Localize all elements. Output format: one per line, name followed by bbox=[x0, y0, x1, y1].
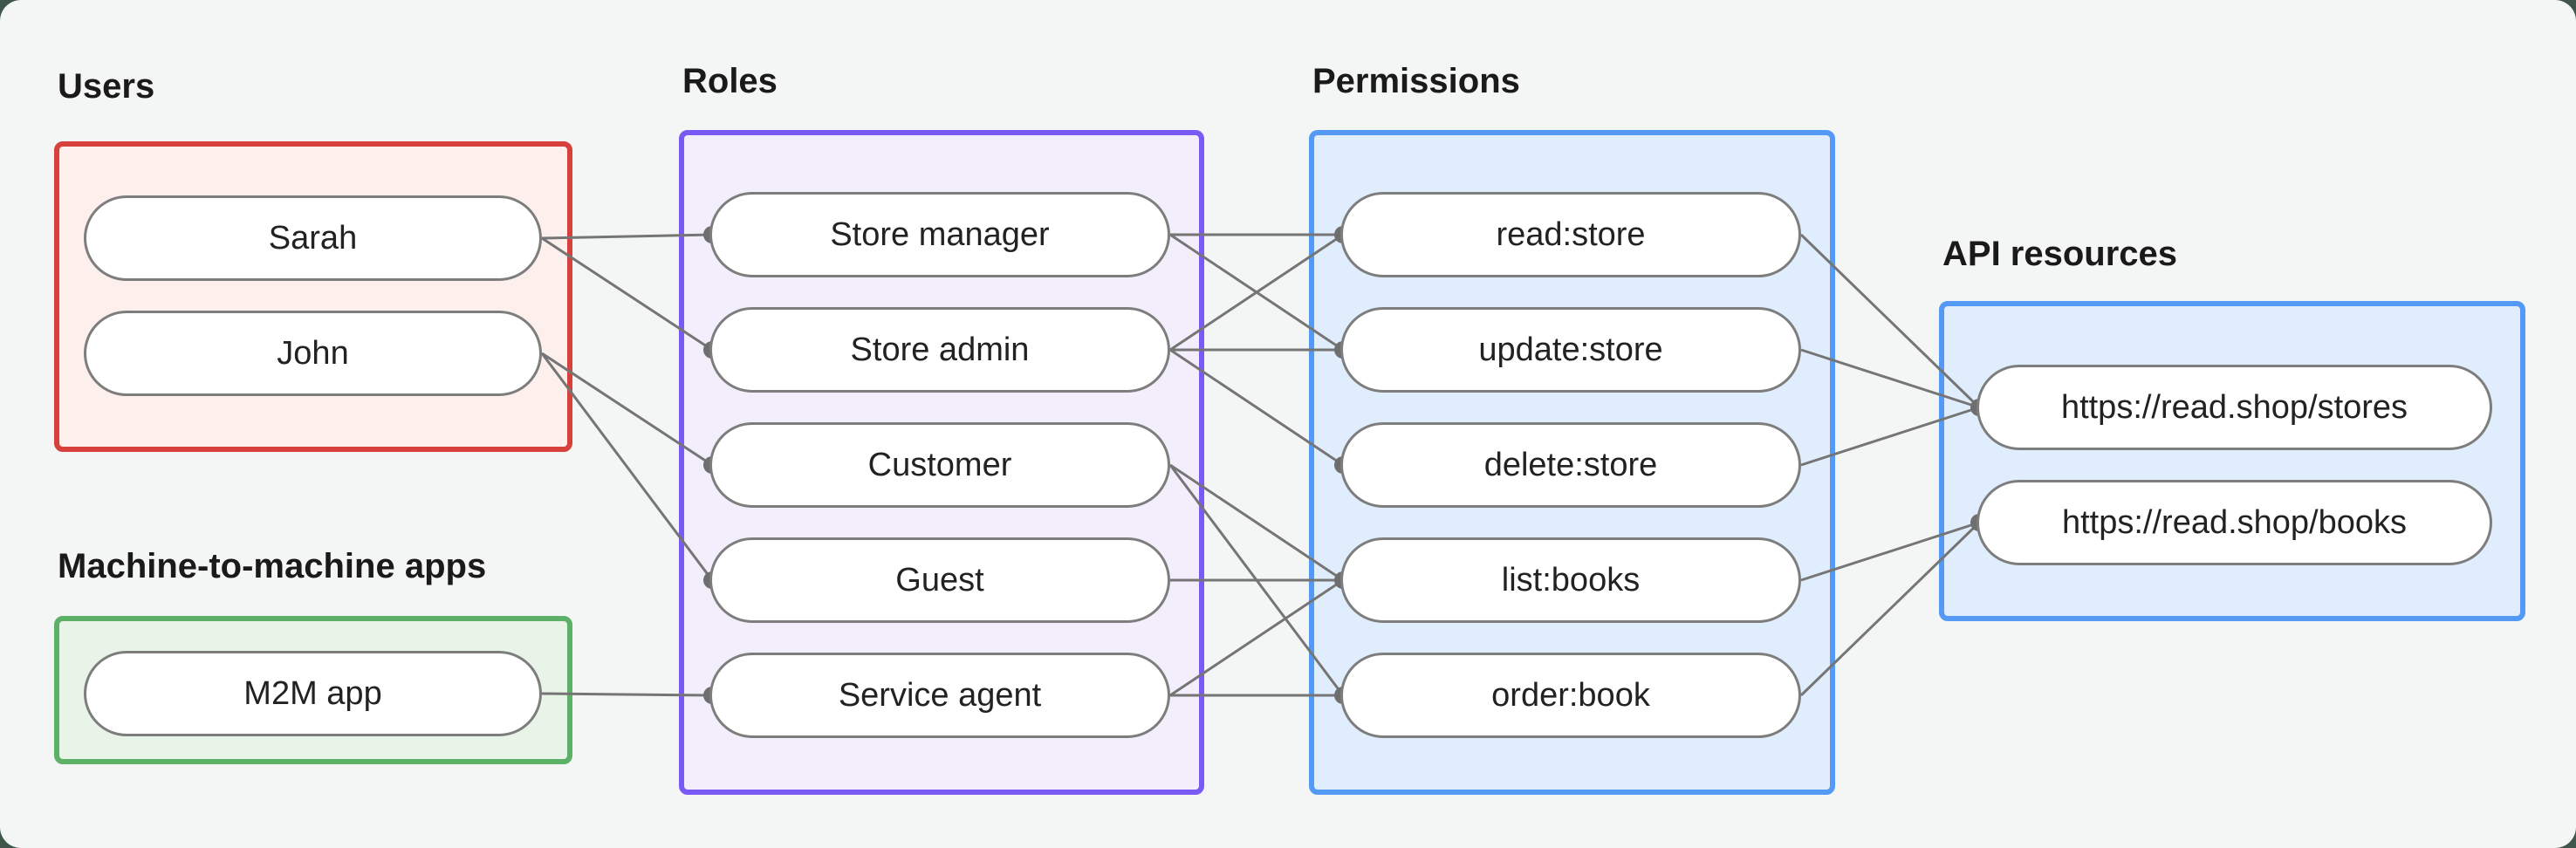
node-store-admin: Store admin bbox=[709, 307, 1170, 393]
group-label-roles: Roles bbox=[682, 62, 778, 100]
node-service-agent: Service agent bbox=[709, 653, 1170, 738]
node-guest: Guest bbox=[709, 537, 1170, 623]
node-update-store: update:store bbox=[1340, 307, 1801, 393]
node-delete-store: delete:store bbox=[1340, 422, 1801, 508]
group-label-permissions: Permissions bbox=[1312, 62, 1520, 100]
node-books-resource: https://read.shop/books bbox=[1977, 480, 2492, 565]
node-john: John bbox=[84, 311, 542, 396]
node-m2m-app: M2M app bbox=[84, 651, 542, 736]
node-list-books: list:books bbox=[1340, 537, 1801, 623]
node-stores-resource: https://read.shop/stores bbox=[1977, 365, 2492, 450]
node-customer: Customer bbox=[709, 422, 1170, 508]
node-read-store: read:store bbox=[1340, 192, 1801, 277]
node-sarah: Sarah bbox=[84, 195, 542, 281]
group-box-users bbox=[54, 141, 572, 452]
group-label-m2m-apps: Machine-to-machine apps bbox=[58, 547, 487, 585]
node-store-manager: Store manager bbox=[709, 192, 1170, 277]
group-label-users: Users bbox=[58, 67, 155, 106]
group-label-api-resources: API resources bbox=[1942, 235, 2178, 273]
node-order-book: order:book bbox=[1340, 653, 1801, 738]
